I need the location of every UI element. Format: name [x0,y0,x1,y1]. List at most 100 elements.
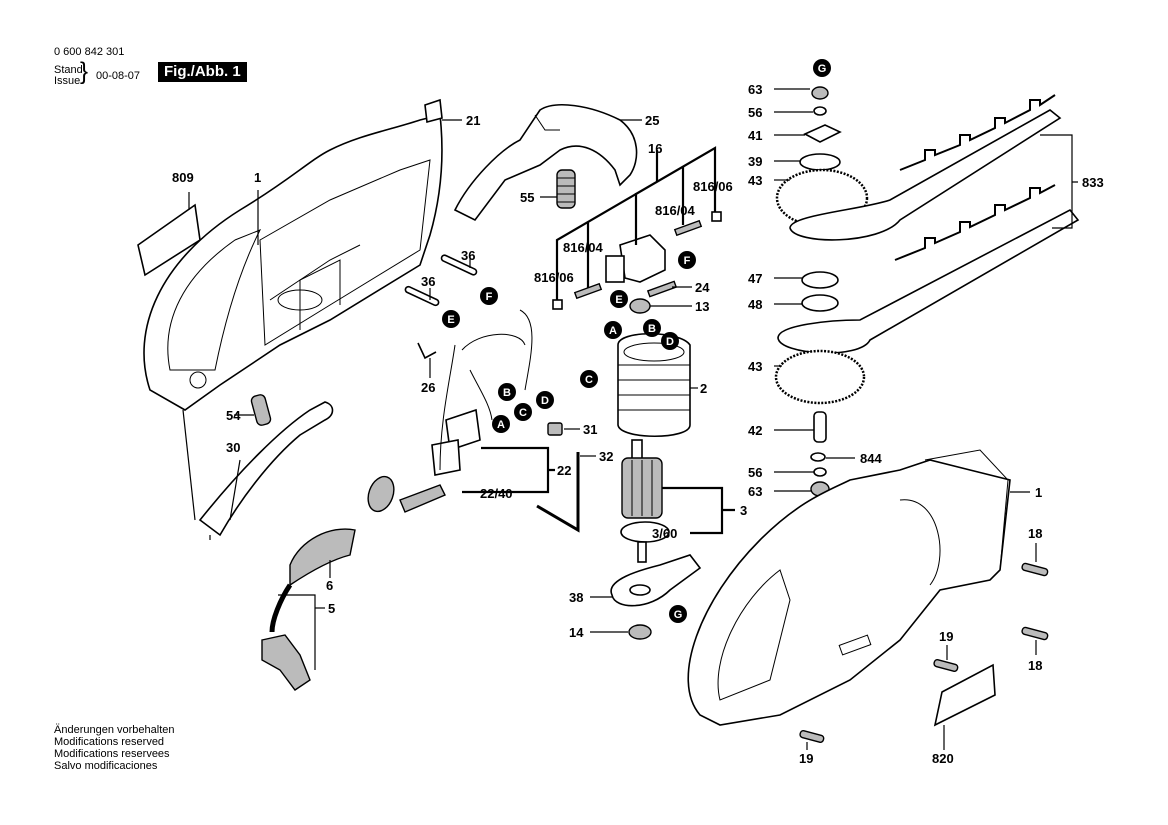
connector-E-right: E [610,290,628,308]
label-32: 32 [599,449,613,464]
connector-F-left: F [480,287,498,305]
wire-32 [536,452,580,533]
figure-label: Fig./Abb. 1 [158,62,247,82]
spring-55 [556,169,576,209]
svg-text:B: B [503,387,511,399]
switch-part-22 [431,309,533,476]
brush-holder-assembly [552,211,722,310]
svg-text:B: B [648,323,656,335]
label-816-06-right: 816/06 [693,179,733,194]
label-55: 55 [520,190,534,205]
connector-C-stator: C [580,370,598,388]
svg-text:F: F [486,291,493,303]
label-36-upper: 36 [461,248,475,263]
part-31 [547,422,563,436]
svg-text:C: C [519,407,527,419]
pin-36-lower [404,285,440,307]
label-36-lower: 36 [421,274,435,289]
label-26: 26 [421,380,435,395]
footer-line-en: Modifications reserved [54,736,165,748]
footer-notes: Änderungen vorbehalten Modifications res… [54,724,174,772]
label-54: 54 [226,408,241,423]
label-3: 3 [740,503,747,518]
power-cord [261,475,446,691]
handle-part-25 [453,104,638,222]
leader-lines [182,88,1037,750]
svg-text:C: C [585,374,593,386]
right-housing-part [687,449,1011,726]
stand-label: Stand [54,64,83,76]
label-47: 47 [748,271,762,286]
label-42: 42 [748,423,762,438]
label-820: 820 [932,751,954,766]
bracket-3 [662,486,735,535]
label-24: 24 [695,280,710,295]
screw-18-lower [1021,626,1049,641]
label-22: 22 [557,463,571,478]
svg-text:D: D [541,395,549,407]
label-809: 809 [172,170,194,185]
label-844: 844 [860,451,882,466]
label-13: 13 [695,299,709,314]
gear-stack [774,86,1080,497]
label-41: 41 [748,128,762,143]
label-39: 39 [748,154,762,169]
connector-B-stator: B [643,319,661,337]
plate-38 [610,554,702,607]
spring-54 [250,394,272,426]
label-25: 25 [645,113,659,128]
connector-G-top: G [813,59,831,77]
label-43-bottom: 43 [748,359,762,374]
brace-symbol: } [80,58,89,85]
screw-19-lower [799,729,825,743]
label-21: 21 [466,113,480,128]
label-816-04-left: 816/04 [563,240,604,255]
label-5: 5 [328,601,335,616]
label-833: 833 [1082,175,1104,190]
svg-text:A: A [497,419,505,431]
issue-label: Issue [54,75,81,87]
label-63-top: 63 [748,82,762,97]
connector-A-wire: A [492,415,510,433]
screw-19-upper [933,658,959,672]
connector-F-right: F [678,251,696,269]
label-6: 6 [326,578,333,593]
pin-36-upper [440,254,478,276]
label-1-left: 1 [254,170,261,185]
footer-line-de: Änderungen vorbehalten [54,724,175,736]
label-19-upper: 19 [939,629,953,644]
connector-C-wire: C [514,403,532,421]
plate-38-hole [629,584,651,596]
label-63-bottom: 63 [748,484,762,499]
connector-E-left: E [442,310,460,328]
footer-line-es: Salvo modificaciones [54,760,158,772]
stator-part-2 [617,332,691,437]
label-14: 14 [569,625,584,640]
part-number: 0 600 842 301 [54,46,125,58]
armature-part-3 [620,439,670,563]
svg-text:E: E [447,314,454,326]
footer-line-fr: Modifications reservees [54,748,170,760]
svg-text:D: D [666,336,674,348]
svg-text:F: F [684,255,691,267]
left-housing-part [143,114,443,411]
blades-833 [894,94,1056,261]
label-56-top: 56 [748,105,762,120]
label-18-lower: 18 [1028,658,1042,673]
label-2: 2 [700,381,707,396]
label-plate-820 [933,663,996,727]
svg-text:E: E [615,294,622,306]
svg-text:G: G [674,609,683,621]
svg-text:G: G [818,63,827,75]
clip-26 [417,342,437,360]
screw-18-upper [1021,562,1049,577]
label-22-40: 22/40 [480,486,513,501]
connector-A-stator: A [604,321,622,339]
connector-D-stator: D [661,332,679,350]
bracket-5 [278,594,316,670]
part-21-shape [424,98,443,124]
label-816-06-left: 816/06 [534,270,574,285]
label-16: 16 [648,141,662,156]
connector-B-wire: B [498,383,516,401]
issue-date: 00-08-07 [96,70,141,82]
